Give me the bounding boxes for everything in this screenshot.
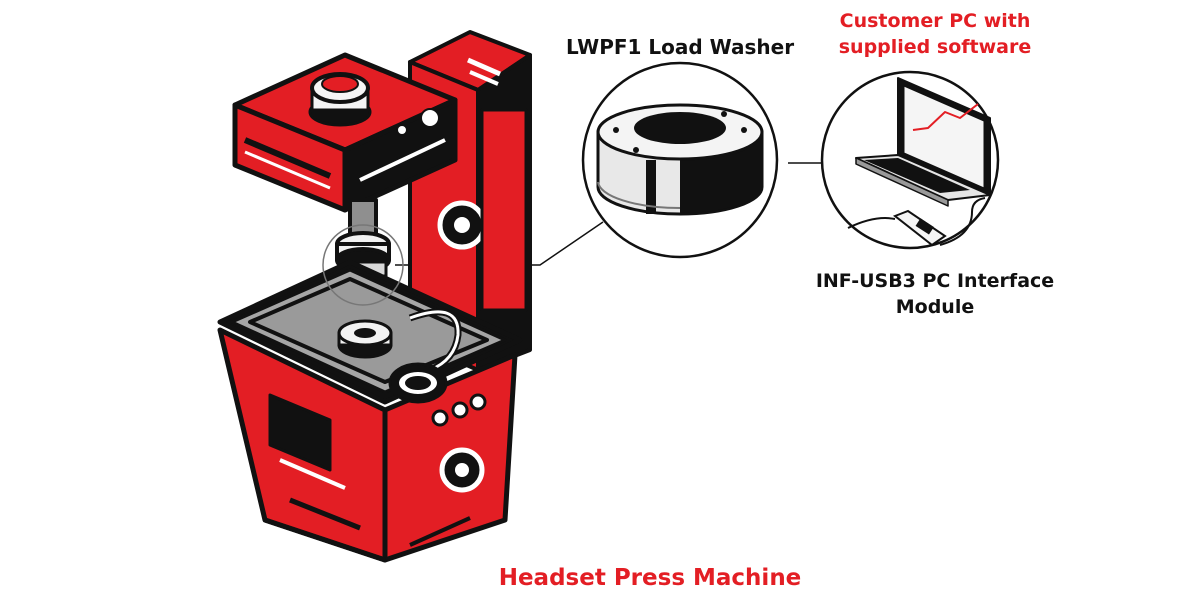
customer-pc-label-line1: Customer PC with (839, 10, 1031, 32)
customer-pc-label-line2: supplied software (838, 36, 1032, 58)
press-machine-illustration (217, 30, 532, 563)
interface-module-label-line2: Module (895, 296, 975, 318)
machine-label: Headset Press Machine (470, 565, 830, 591)
interface-module-label: INF-USB3 PC Interface Module (800, 268, 1070, 320)
usb-interface-module-icon (847, 197, 986, 247)
interface-module-label-line1: INF-USB3 PC Interface (815, 270, 1055, 292)
headset-icon (388, 308, 462, 404)
laptop-icon (855, 77, 991, 207)
customer-pc-label: Customer PC with supplied software (800, 8, 1070, 60)
load-washer-icon (596, 103, 764, 216)
magnifier-circle (322, 224, 404, 306)
load-washer-label: LWPF1 Load Washer (545, 34, 815, 60)
machine-label-text: Headset Press Machine (498, 565, 802, 591)
load-washer-label-text: LWPF1 Load Washer (565, 35, 795, 59)
